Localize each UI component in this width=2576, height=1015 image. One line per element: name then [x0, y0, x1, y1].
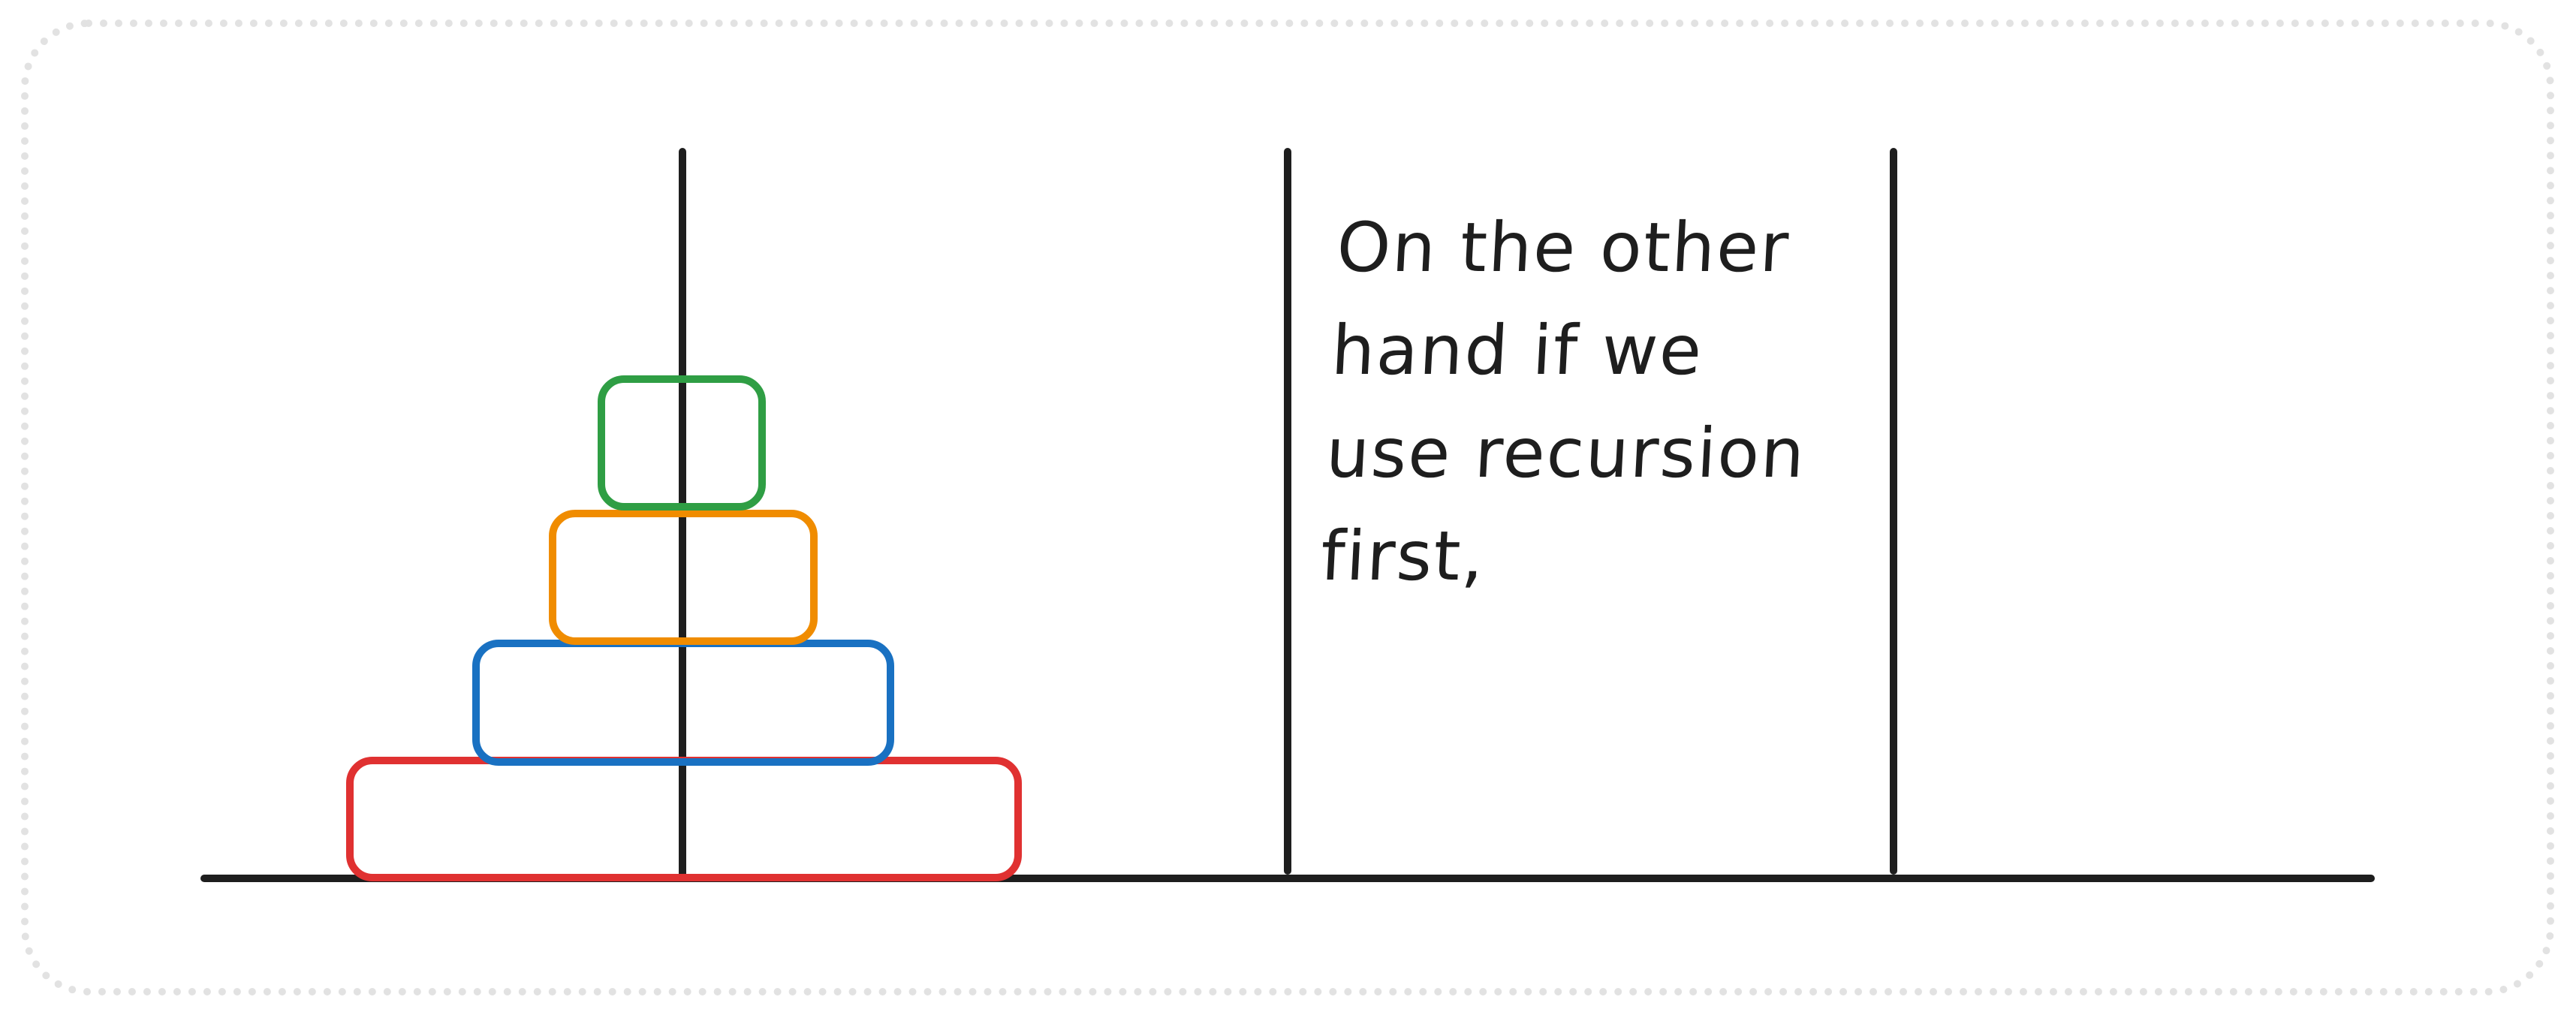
- disk-orange: [549, 510, 818, 645]
- caption-text: On the other hand if we use recursion fi…: [1318, 209, 1808, 596]
- disk-green: [598, 375, 766, 511]
